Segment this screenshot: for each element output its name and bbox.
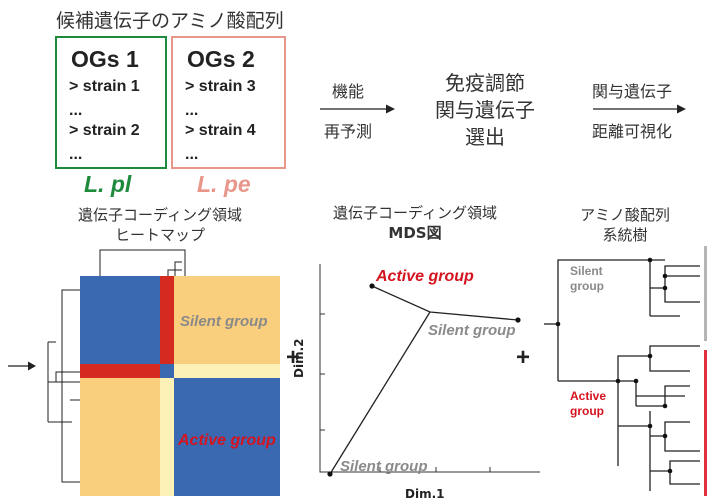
plus-sign-2: +	[516, 344, 531, 371]
heatmap-cell-top-right	[174, 276, 280, 364]
tree-title: アミノ酸配列 系統樹	[565, 205, 685, 245]
step3-bottom-label: 距離可視化	[592, 122, 673, 141]
heatmap-grid: Silent group Active group	[80, 276, 280, 496]
heatmap-cell-bottom-left	[80, 378, 160, 496]
tree-silent-label-line-1: Silent	[570, 264, 603, 278]
tree-silent-bar	[704, 246, 707, 341]
tree-active-bar	[704, 350, 707, 496]
tree-active-label: Active group	[570, 389, 606, 419]
mds-point-silent-2	[327, 471, 333, 477]
og-box-2-line-2: ...	[185, 102, 199, 119]
heatmap-cell-bottom-right	[174, 378, 280, 496]
og-box-1-line-3: > strain 2	[69, 122, 140, 139]
heatmap-title-line-2: ヒートマップ	[114, 226, 205, 244]
step1-bottom-label: 再予測	[324, 122, 373, 141]
heatmap-cell-top-left	[80, 276, 160, 364]
tree-silent-label: Silent group	[570, 264, 604, 294]
mds-title-line-2: MDS図	[388, 224, 442, 242]
og-box-2-line-1: > strain 3	[185, 78, 256, 95]
heatmap-silent-label: Silent group	[180, 313, 268, 330]
mds-active-label: Active group	[376, 268, 474, 285]
species-label-1: L. pl	[84, 171, 132, 197]
step2-line-3: 選出	[465, 125, 505, 149]
step2-block: 免疫調節 関与遺伝子 選出	[410, 70, 560, 151]
step2-line-2: 関与遺伝子	[435, 98, 535, 122]
tree-silent-label-line-2: group	[570, 279, 604, 293]
og-box-2: OGs 2 > strain 3 ... > strain 4 ...	[171, 36, 286, 169]
step2-line-1: 免疫調節	[445, 71, 525, 95]
phylogenetic-tree	[544, 246, 707, 496]
heatmap-cell-red-col-top	[160, 276, 174, 364]
og-box-1-title: OGs 1	[71, 46, 139, 72]
mds-title: 遺伝子コーディング領域 MDS図	[305, 203, 525, 243]
og-box-1: OGs 1 > strain 1 ... > strain 2 ...	[55, 36, 167, 169]
og-box-2-title: OGs 2	[187, 46, 255, 72]
tree-title-line-2: 系統樹	[602, 226, 648, 244]
step3-arrow	[593, 104, 686, 114]
step3-top-label: 関与遺伝子	[592, 82, 673, 101]
mds-title-line-1: 遺伝子コーディング領域	[333, 204, 497, 222]
step1-arrow	[320, 104, 395, 114]
og-box-2-line-4: ...	[185, 146, 199, 163]
heatmap-active-label: Active group	[178, 432, 276, 449]
species-label-2: L. pe	[197, 171, 251, 197]
heatmap-top-dendrogram	[99, 249, 186, 276]
tree-title-line-1: アミノ酸配列	[580, 206, 670, 224]
heatmap-title: 遺伝子コーディング領域 ヒートマップ	[40, 205, 280, 245]
step1-top-label: 機能	[332, 82, 365, 101]
mds-point-silent-1	[515, 317, 521, 323]
heatmap-left-dendrogram	[47, 289, 80, 483]
heatmap-cell-red-row	[80, 364, 160, 378]
plus-sign-1: +	[286, 344, 301, 371]
mds-ylabel: Dim.2	[292, 338, 306, 379]
mds-plot	[319, 264, 540, 477]
mds-xlabel: Dim.1	[405, 487, 445, 501]
og-box-2-line-3: > strain 4	[185, 122, 256, 139]
heatmap-cell-center	[160, 364, 174, 378]
og-box-1-line-2: ...	[69, 102, 83, 119]
heatmap-cell-cream-col	[160, 378, 174, 496]
mds-point-active	[369, 283, 375, 289]
mds-silent-label-2: Silent group	[340, 458, 428, 475]
mds-silent-label-1: Silent group	[428, 322, 516, 339]
og-box-1-line-1: > strain 1	[69, 78, 140, 95]
header-title: 候補遺伝子のアミノ酸配列	[56, 10, 284, 32]
tree-active-label-line-1: Active	[570, 389, 607, 403]
tree-active-label-line-2: group	[570, 404, 604, 418]
heatmap-cell-cream-row	[174, 364, 280, 378]
heatmap-input-arrow	[8, 361, 36, 371]
og-box-1-line-4: ...	[69, 146, 83, 163]
heatmap-title-line-1: 遺伝子コーディング領域	[78, 206, 242, 224]
